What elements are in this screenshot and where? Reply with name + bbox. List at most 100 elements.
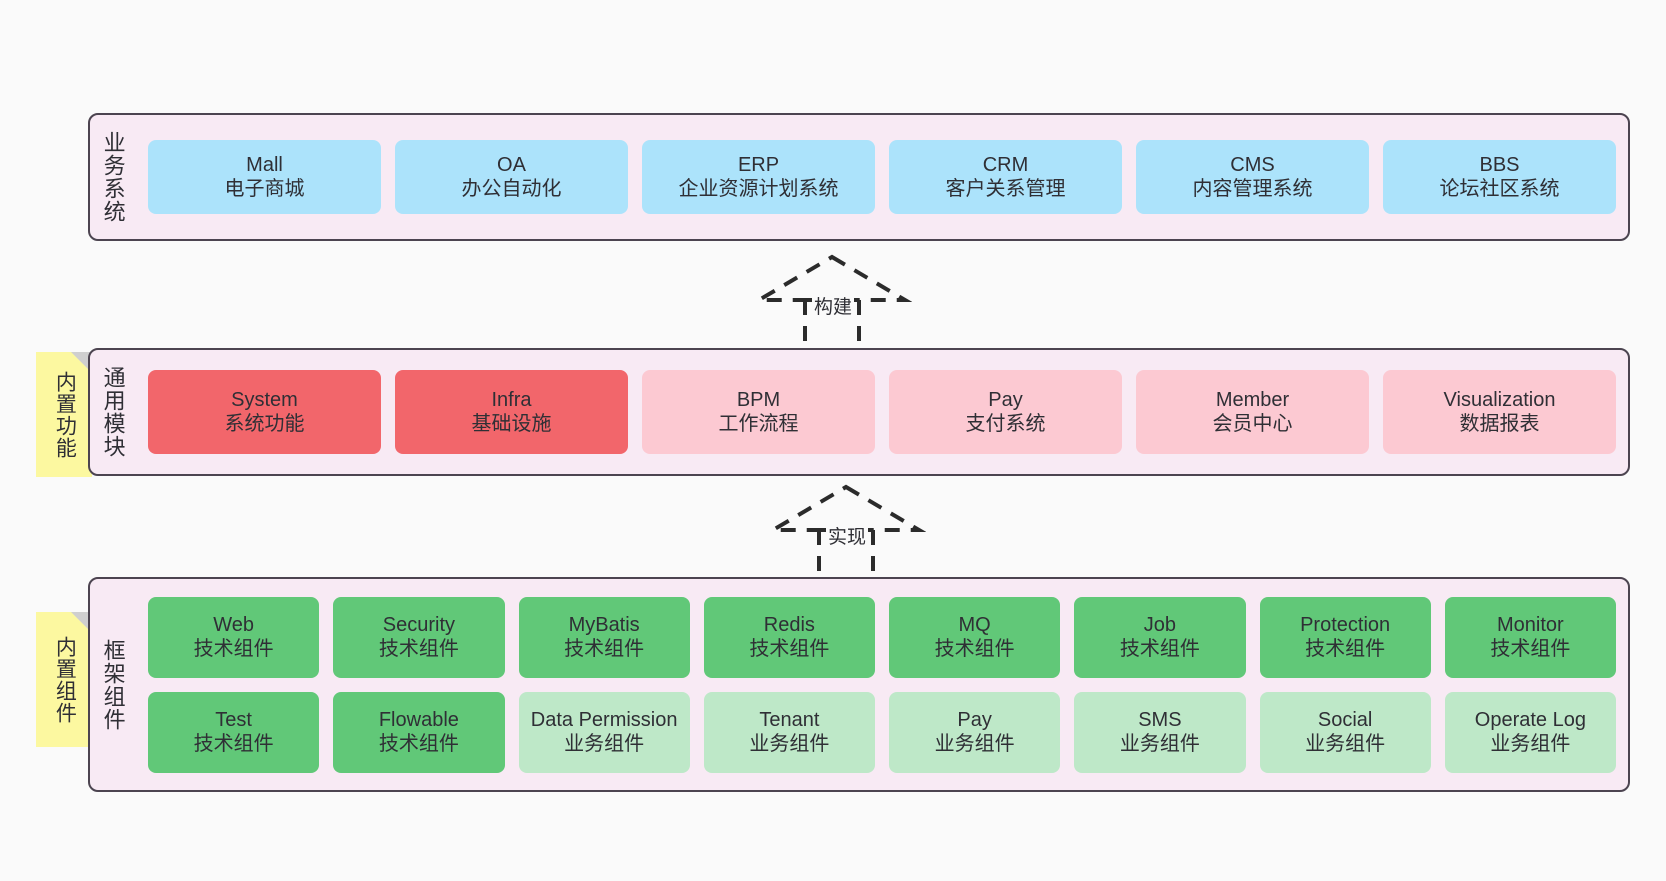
layer-body-framework: Web 技术组件 Security 技术组件 MyBatis 技术组件 Redi… [136, 579, 1628, 790]
card-title: BPM [736, 388, 781, 411]
card-title: Social [1317, 708, 1373, 731]
card-pay-module[interactable]: Pay 支付系统 [889, 370, 1122, 454]
common-card-row: System 系统功能 Infra 基础设施 BPM 工作流程 Pay 支付系统… [148, 370, 1616, 454]
layer-caption-framework: 框架组件 [100, 638, 126, 731]
card-subtitle: 技术组件 [1490, 638, 1571, 660]
card-title: Protection [1300, 613, 1391, 636]
card-bbs[interactable]: BBS 论坛社区系统 [1383, 140, 1616, 214]
card-job[interactable]: Job 技术组件 [1074, 596, 1246, 678]
card-web[interactable]: Web 技术组件 [148, 596, 320, 678]
card-title: System [231, 388, 298, 411]
layer-caption-common: 通用模块 [100, 366, 126, 458]
card-subtitle: 办公自动化 [461, 178, 562, 200]
card-title: Pay [957, 708, 992, 731]
card-subtitle: 会员中心 [1212, 413, 1293, 435]
framework-biz-row: Test 技术组件 Flowable 技术组件 Data Permission … [148, 691, 1616, 773]
card-title: Redis [763, 613, 815, 636]
card-sms[interactable]: SMS 业务组件 [1074, 691, 1246, 773]
card-test[interactable]: Test 技术组件 [148, 691, 320, 773]
card-subtitle: 技术组件 [378, 733, 459, 755]
card-subtitle: 支付系统 [965, 413, 1046, 435]
card-title: Flowable [378, 708, 459, 731]
note-builtin-component: 内置组件 [36, 612, 92, 747]
note-builtin-feature: 内置功能 [36, 352, 92, 477]
card-subtitle: 业务组件 [1305, 733, 1386, 755]
card-subtitle: 技术组件 [749, 638, 830, 660]
card-subtitle: 技术组件 [378, 638, 459, 660]
card-bpm[interactable]: BPM 工作流程 [642, 370, 875, 454]
card-mall[interactable]: Mall 电子商城 [148, 140, 381, 214]
card-subtitle: 业务组件 [564, 733, 645, 755]
note-label: 内置组件 [53, 635, 77, 724]
card-subtitle: 客户关系管理 [945, 178, 1066, 200]
framework-tech-row: Web 技术组件 Security 技术组件 MyBatis 技术组件 Redi… [148, 596, 1616, 678]
card-oa[interactable]: OA 办公自动化 [395, 140, 628, 214]
card-title: MyBatis [568, 613, 640, 636]
card-subtitle: 业务组件 [749, 733, 830, 755]
layer-body-business: Mall 电子商城 OA 办公自动化 ERP 企业资源计划系统 CRM 客户关系… [136, 115, 1628, 239]
note-fold-icon [71, 352, 92, 373]
card-title: Test [215, 708, 252, 731]
card-subtitle: 技术组件 [934, 638, 1015, 660]
card-operate-log[interactable]: Operate Log 业务组件 [1444, 691, 1616, 773]
card-subtitle: 电子商城 [224, 178, 305, 200]
card-erp[interactable]: ERP 企业资源计划系统 [642, 140, 875, 214]
layer-common-module: 通用模块 System 系统功能 Infra 基础设施 BPM 工作流程 Pay… [88, 348, 1630, 476]
card-title: CMS [1230, 153, 1275, 176]
business-card-row: Mall 电子商城 OA 办公自动化 ERP 企业资源计划系统 CRM 客户关系… [148, 140, 1616, 214]
card-mybatis[interactable]: MyBatis 技术组件 [518, 596, 690, 678]
card-subtitle: 技术组件 [1119, 638, 1200, 660]
card-title: OA [497, 153, 526, 176]
card-subtitle: 内容管理系统 [1192, 178, 1313, 200]
card-title: SMS [1138, 708, 1182, 731]
layer-business-system: 业务系统 Mall 电子商城 OA 办公自动化 ERP 企业资源计划系统 CRM… [88, 113, 1630, 241]
card-subtitle: 技术组件 [193, 733, 274, 755]
card-title: ERP [737, 153, 780, 176]
card-protection[interactable]: Protection 技术组件 [1259, 596, 1431, 678]
card-data-permission[interactable]: Data Permission 业务组件 [518, 691, 690, 773]
card-subtitle: 工作流程 [718, 413, 799, 435]
card-title: Tenant [759, 708, 820, 731]
card-redis[interactable]: Redis 技术组件 [703, 596, 875, 678]
card-crm[interactable]: CRM 客户关系管理 [889, 140, 1122, 214]
card-title: Pay [988, 388, 1023, 411]
card-member[interactable]: Member 会员中心 [1136, 370, 1369, 454]
card-title: Visualization [1443, 388, 1556, 411]
card-title: Infra [491, 388, 532, 411]
card-title: Mall [246, 153, 283, 176]
card-subtitle: 基础设施 [471, 413, 552, 435]
card-title: MQ [958, 613, 991, 636]
card-title: Security [382, 613, 455, 636]
card-security[interactable]: Security 技术组件 [333, 596, 505, 678]
card-subtitle: 业务组件 [934, 733, 1015, 755]
card-cms[interactable]: CMS 内容管理系统 [1136, 140, 1369, 214]
card-subtitle: 数据报表 [1459, 413, 1540, 435]
card-title: BBS [1479, 153, 1520, 176]
card-visualization[interactable]: Visualization 数据报表 [1383, 370, 1616, 454]
connector-implement-label: 实现 [826, 522, 869, 549]
card-subtitle: 技术组件 [1305, 638, 1386, 660]
card-title: Monitor [1497, 613, 1564, 636]
card-subtitle: 系统功能 [224, 413, 305, 435]
card-subtitle: 业务组件 [1119, 733, 1200, 755]
card-title: Web [213, 613, 254, 636]
layer-caption-business: 业务系统 [100, 131, 126, 223]
card-mq[interactable]: MQ 技术组件 [889, 596, 1061, 678]
card-subtitle: 业务组件 [1490, 733, 1571, 755]
card-pay-component[interactable]: Pay 业务组件 [889, 691, 1061, 773]
card-title: Job [1143, 613, 1176, 636]
card-title: Operate Log [1474, 708, 1586, 731]
note-label: 内置功能 [53, 370, 77, 459]
card-flowable[interactable]: Flowable 技术组件 [333, 691, 505, 773]
card-tenant[interactable]: Tenant 业务组件 [703, 691, 875, 773]
card-subtitle: 企业资源计划系统 [678, 178, 839, 200]
card-subtitle: 论坛社区系统 [1439, 178, 1560, 200]
card-monitor[interactable]: Monitor 技术组件 [1444, 596, 1616, 678]
layer-body-common: System 系统功能 Infra 基础设施 BPM 工作流程 Pay 支付系统… [136, 350, 1628, 474]
layer-framework-component: 框架组件 Web 技术组件 Security 技术组件 MyBatis 技术组件… [88, 577, 1630, 792]
note-fold-icon [71, 612, 92, 633]
card-social[interactable]: Social 业务组件 [1259, 691, 1431, 773]
card-infra[interactable]: Infra 基础设施 [395, 370, 628, 454]
card-system[interactable]: System 系统功能 [148, 370, 381, 454]
